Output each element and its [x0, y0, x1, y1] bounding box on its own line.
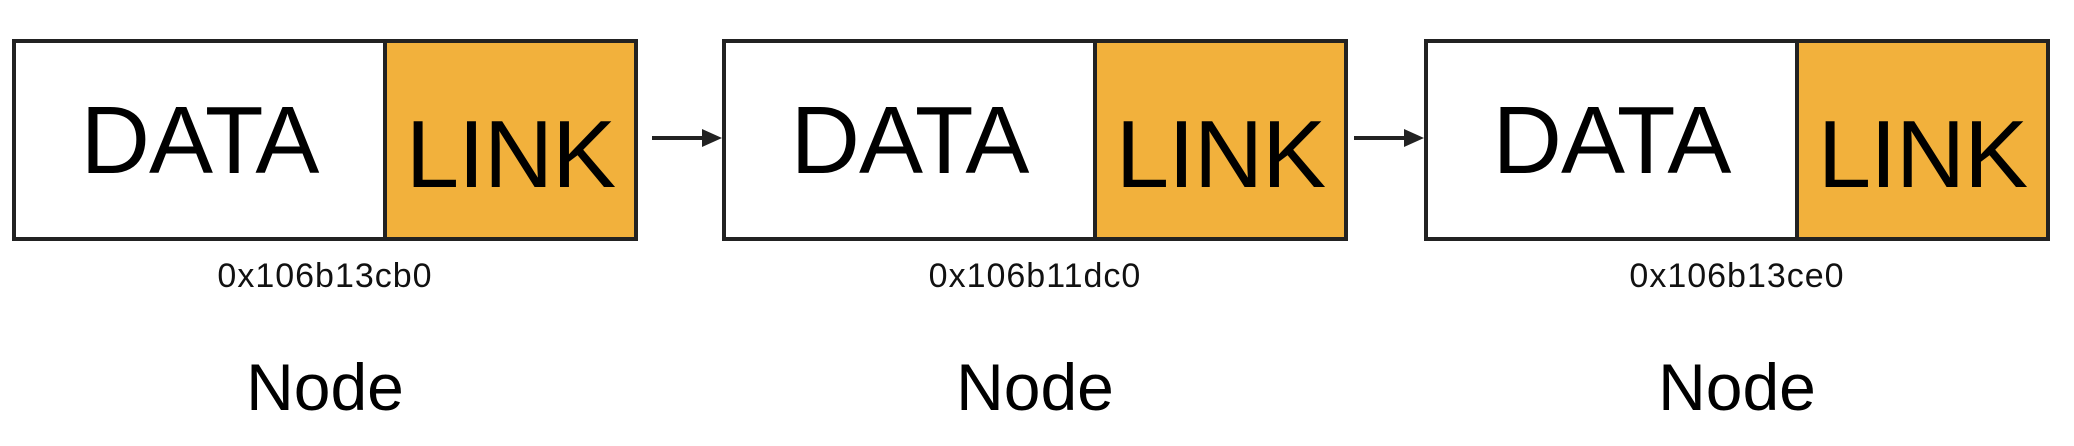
node-address: 0x106b11dc0 — [928, 257, 1142, 295]
data-cell: DATA — [1428, 43, 1799, 237]
list-node-1: DATA LINK 0x106b13cb0 Node — [12, 39, 638, 424]
link-cell: LINK — [1097, 43, 1344, 237]
node-box: DATA LINK — [12, 39, 638, 241]
data-cell: DATA — [726, 43, 1097, 237]
link-cell: LINK — [387, 43, 634, 237]
node-box: DATA LINK — [722, 39, 1348, 241]
node-address: 0x106b13cb0 — [217, 257, 433, 295]
node-box: DATA LINK — [1424, 39, 2050, 241]
link-cell: LINK — [1799, 43, 2046, 237]
data-cell: DATA — [16, 43, 387, 237]
node-label: Node — [956, 350, 1114, 424]
list-node-2: DATA LINK 0x106b11dc0 Node — [722, 39, 1348, 424]
list-node-3: DATA LINK 0x106b13ce0 Node — [1424, 39, 2050, 424]
right-arrow-icon — [1354, 129, 1424, 147]
node-label: Node — [1658, 350, 1816, 424]
right-arrow-icon — [652, 129, 722, 147]
node-label: Node — [246, 350, 404, 424]
node-address: 0x106b13ce0 — [1629, 257, 1845, 295]
